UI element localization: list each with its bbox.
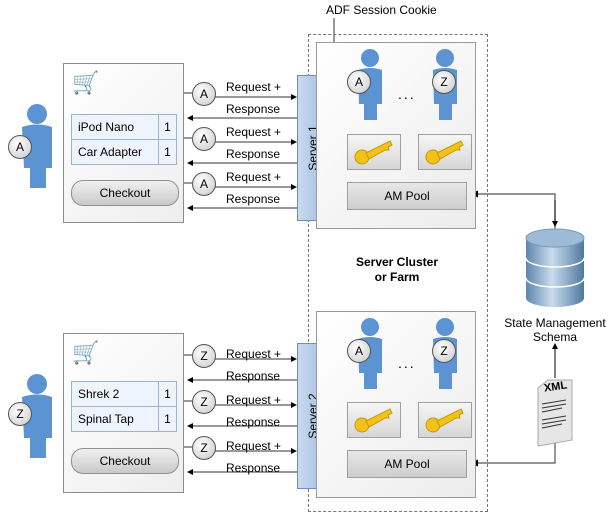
response-label: Response bbox=[226, 147, 281, 161]
request-badge: A bbox=[192, 127, 216, 151]
cart-table-z: Shrek 2 1 Spinal Tap 1 bbox=[71, 381, 177, 432]
response-label: Response bbox=[226, 369, 281, 383]
session-badge: Z bbox=[432, 339, 456, 363]
request-label: Request + bbox=[226, 393, 282, 407]
session-key-box bbox=[347, 134, 401, 170]
cluster-label-line2: or Farm bbox=[374, 270, 420, 284]
response-label: Response bbox=[226, 192, 281, 206]
key-icon bbox=[354, 408, 393, 433]
session-badge: A bbox=[347, 70, 371, 94]
server-cluster-boundary bbox=[308, 34, 488, 512]
user-a-badge: A bbox=[8, 135, 32, 159]
cart-item-name: Car Adapter bbox=[72, 140, 159, 164]
cart-row[interactable]: Spinal Tap 1 bbox=[72, 407, 176, 431]
cart-item-qty: 1 bbox=[164, 387, 171, 401]
am-pool-2: AM Pool bbox=[347, 450, 467, 478]
user-z-badge: Z bbox=[8, 402, 32, 426]
shopping-cart-icon: 🛒 bbox=[72, 340, 100, 365]
request-badge: Z bbox=[192, 390, 216, 414]
database-label: State Management Schema bbox=[496, 316, 613, 344]
session-key-box bbox=[418, 402, 472, 438]
request-badge: Z bbox=[192, 436, 216, 460]
session-badge: Z bbox=[432, 70, 456, 94]
response-label: Response bbox=[226, 415, 281, 429]
database-label-line2: Schema bbox=[532, 330, 578, 344]
cart-item-name: Spinal Tap bbox=[72, 407, 159, 431]
database-label-line1: State Management bbox=[504, 316, 606, 330]
cart-row[interactable]: Shrek 2 1 bbox=[72, 382, 176, 407]
cart-row[interactable]: Car Adapter 1 bbox=[72, 140, 176, 164]
checkout-button-a[interactable]: Checkout bbox=[71, 180, 179, 206]
request-badge: A bbox=[192, 172, 216, 196]
request-label: Request + bbox=[226, 170, 282, 184]
response-label: Response bbox=[226, 102, 281, 116]
request-label: Request + bbox=[226, 347, 282, 361]
am-pool-1: AM Pool bbox=[347, 182, 467, 210]
adf-session-cookie-label: ADF Session Cookie bbox=[326, 3, 437, 17]
shopping-cart-icon: 🛒 bbox=[72, 70, 100, 95]
key-icon bbox=[354, 140, 393, 165]
request-label: Request + bbox=[226, 439, 282, 453]
checkout-button-z[interactable]: Checkout bbox=[71, 448, 179, 474]
session-key-box bbox=[418, 134, 472, 170]
cart-item-qty: 1 bbox=[164, 120, 171, 134]
cart-item-name: Shrek 2 bbox=[72, 382, 159, 406]
request-badge: Z bbox=[192, 344, 216, 368]
cart-item-qty: 1 bbox=[164, 412, 171, 426]
session-key-box bbox=[347, 402, 401, 438]
cart-item-qty: 1 bbox=[164, 145, 171, 159]
cart-row[interactable]: iPod Nano 1 bbox=[72, 115, 176, 140]
request-label: Request + bbox=[226, 125, 282, 139]
pool2-xml-connector bbox=[470, 440, 556, 467]
key-icon bbox=[425, 140, 464, 165]
key-icon bbox=[425, 408, 464, 433]
server-cluster-label: Server Cluster or Farm bbox=[330, 255, 464, 285]
ellipsis: ... bbox=[398, 86, 416, 102]
cart-item-name: iPod Nano bbox=[72, 115, 159, 139]
cluster-label-line1: Server Cluster bbox=[355, 255, 439, 269]
response-label: Response bbox=[226, 461, 281, 475]
request-label: Request + bbox=[226, 80, 282, 94]
ellipsis: ... bbox=[398, 355, 416, 371]
cart-table-a: iPod Nano 1 Car Adapter 1 bbox=[71, 114, 177, 165]
request-badge: A bbox=[192, 82, 216, 106]
session-badge: A bbox=[347, 339, 371, 363]
